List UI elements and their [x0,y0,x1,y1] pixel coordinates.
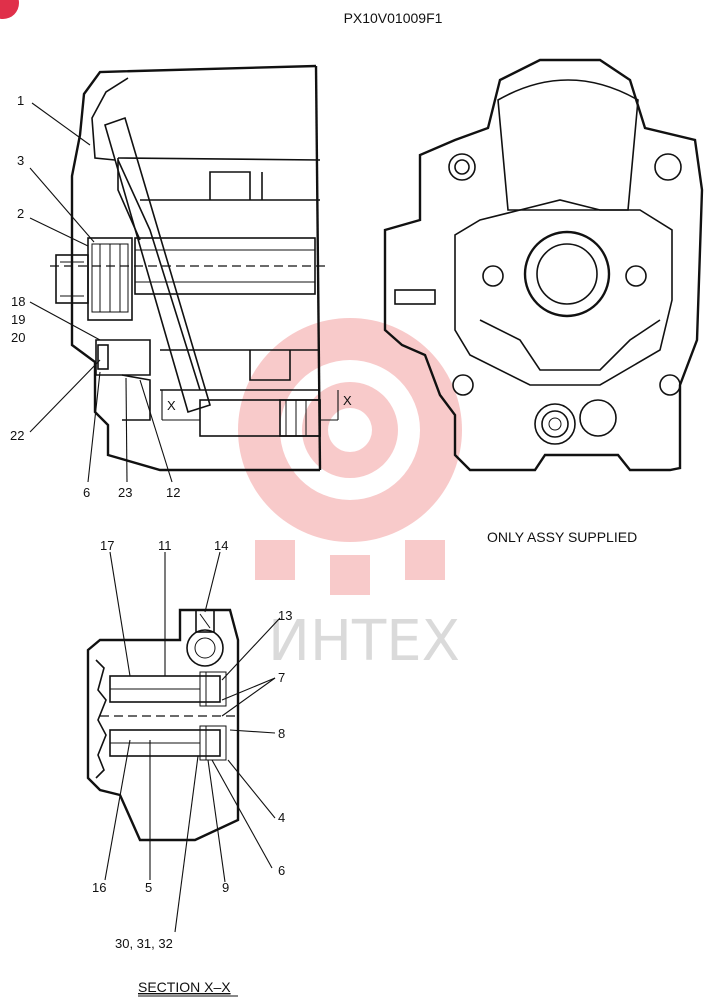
housing-section-view [50,64,339,472]
section-title: SECTION X–X [138,979,231,995]
callout-6-section: 6 [278,863,285,878]
flange-front-view [383,58,704,472]
callout-14: 14 [214,538,228,553]
callout-16: 16 [92,880,106,895]
callout-30-31-32: 30, 31, 32 [115,936,173,951]
callout-23: 23 [118,485,132,500]
callout-3: 3 [17,153,24,168]
callout-17: 17 [100,538,114,553]
section-mark-x-right: X [343,393,352,408]
callout-8: 8 [278,726,285,741]
callout-22: 22 [10,428,24,443]
callout-9: 9 [222,880,229,895]
callout-4: 4 [278,810,285,825]
watermark-logo [238,318,462,595]
callout-2: 2 [17,206,24,221]
callout-19: 19 [11,312,25,327]
drawing-code: PX10V01009F1 [344,10,443,26]
watermark-text: ИНТЕХ [268,609,460,674]
main-view-leaders [29,102,173,483]
section-mark-x-left: X [167,398,176,413]
callout-12: 12 [166,485,180,500]
callout-13: 13 [278,608,292,623]
callout-7: 7 [278,670,285,685]
section-x-x-view [86,608,240,842]
callout-18: 18 [11,294,25,309]
corner-badge-icon [0,0,19,19]
assembly-note: ONLY ASSY SUPPLIED [487,529,637,545]
callout-1: 1 [17,93,24,108]
callout-5: 5 [145,880,152,895]
callout-11: 11 [158,538,172,553]
callout-20: 20 [11,330,25,345]
callout-6-main: 6 [83,485,90,500]
section-leaders [104,551,281,933]
